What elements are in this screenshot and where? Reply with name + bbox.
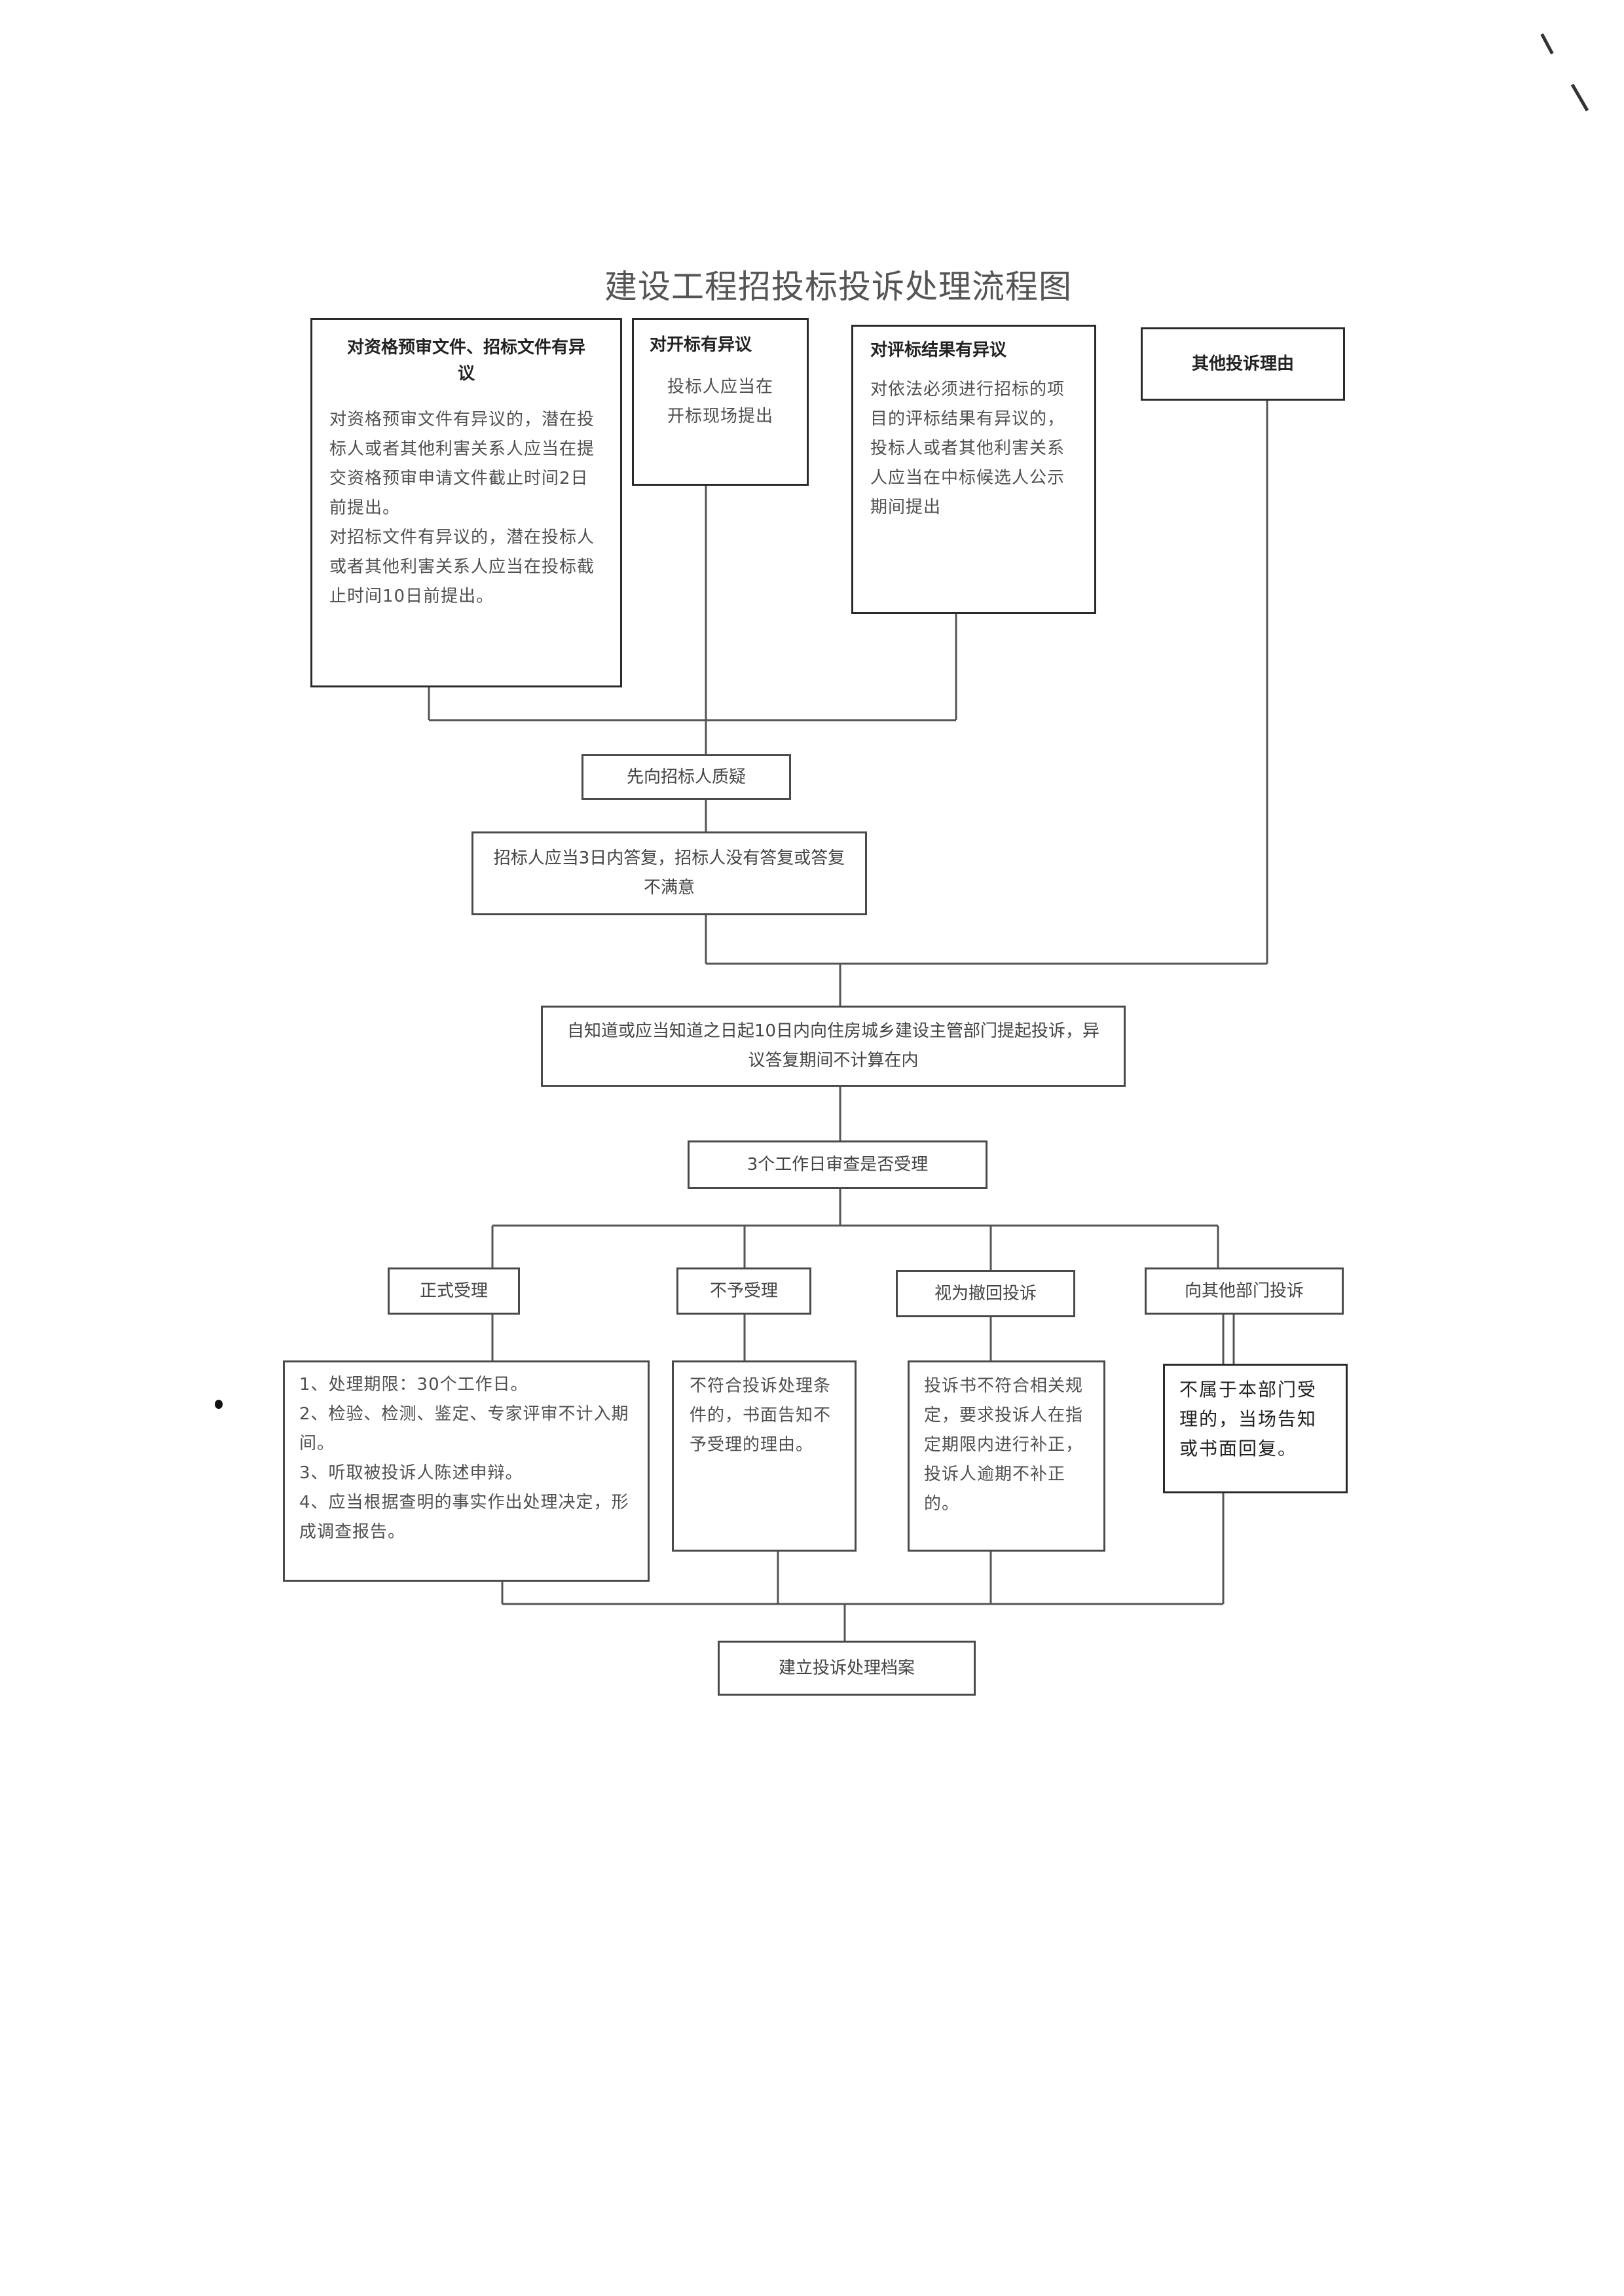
objection-box-other: 其他投诉理由 [1141, 327, 1345, 401]
archive-text: 建立投诉处理档案 [778, 1658, 915, 1678]
archive-box: 建立投诉处理档案 [718, 1641, 976, 1696]
objection-box-prequalification: 对资格预审文件、招标文件有异议 对资格预审文件有异议的，潜在投标人或者其他利害关… [310, 318, 622, 687]
outcome-details-rejected: 不符合投诉处理条件的，书面告知不予受理的理由。 [672, 1360, 857, 1552]
objection-text: 投标人应当在开标现场提出 [667, 377, 773, 426]
outcome-label-other-department: 向其他部门投诉 [1145, 1267, 1344, 1315]
objection-text: 对招标文件有异议的，潜在投标人或者其他利害关系人应当在投标截止时间10日前提出。 [329, 528, 595, 606]
outcome-label-withdrawn: 视为撤回投诉 [896, 1270, 1075, 1317]
objection-heading: 对开标有异议 [650, 335, 752, 355]
detail-line: 2、检验、检测、鉴定、专家评审不计入期间。 [299, 1404, 629, 1453]
objection-heading: 对评标结果有异议 [870, 340, 1007, 360]
step-tenderer-reply: 招标人应当3日内答复，招标人没有答复或答复不满意 [471, 831, 867, 915]
step-text: 招标人应当3日内答复，招标人没有答复或答复不满意 [493, 848, 845, 898]
detail-line: 4、应当根据查明的事实作出处理决定，形成调查报告。 [299, 1493, 629, 1542]
step-text: 3个工作日审查是否受理 [747, 1154, 929, 1175]
step-review: 3个工作日审查是否受理 [688, 1140, 987, 1189]
outcome-label: 视为撤回投诉 [934, 1283, 1037, 1303]
outcome-label-rejected: 不予受理 [676, 1267, 811, 1315]
step-file-complaint: 自知道或应当知道之日起10日内向住房城乡建设主管部门提起投诉，异议答复期间不计算… [541, 1006, 1126, 1087]
objection-text: 对资格预审文件有异议的，潜在投标人或者其他利害关系人应当在提交资格预审申请文件截… [329, 410, 595, 518]
detail-line: 投诉书不符合相关规定，要求投诉人在指定期限内进行补正，投诉人逾期不补正的。 [924, 1376, 1084, 1514]
step-text: 自知道或应当知道之日起10日内向住房城乡建设主管部门提起投诉，异议答复期间不计算… [566, 1021, 1100, 1070]
outcome-label: 正式受理 [419, 1281, 488, 1301]
outcome-label: 不予受理 [709, 1281, 778, 1301]
detail-line: 不属于本部门受理的，当场告知或书面回复。 [1179, 1379, 1318, 1459]
outcome-details-withdrawn: 投诉书不符合相关规定，要求投诉人在指定期限内进行补正，投诉人逾期不补正的。 [908, 1360, 1105, 1552]
detail-line: 1、处理期限：30个工作日。 [299, 1375, 528, 1394]
outcome-label-accepted: 正式受理 [388, 1267, 520, 1315]
outcome-details-other-department: 不属于本部门受理的，当场告知或书面回复。 [1163, 1364, 1348, 1493]
objection-text: 对依法必须进行招标的项目的评标结果有异议的，投标人或者其他利害关系人应当在中标候… [870, 380, 1065, 517]
scan-speck [215, 1400, 223, 1409]
diagram-title: 建设工程招投标投诉处理流程图 [604, 268, 1072, 306]
step-text: 先向招标人质疑 [626, 767, 746, 787]
step-query-tenderer: 先向招标人质疑 [581, 754, 791, 800]
detail-line: 3、听取被投诉人陈述申辩。 [299, 1463, 523, 1483]
outcome-details-accepted: 1、处理期限：30个工作日。 2、检验、检测、鉴定、专家评审不计入期间。 3、听… [283, 1360, 650, 1582]
detail-line: 不符合投诉处理条件的，书面告知不予受理的理由。 [690, 1376, 832, 1455]
outcome-label: 向其他部门投诉 [1184, 1281, 1304, 1301]
objection-heading: 对资格预审文件、招标文件有异议 [346, 338, 585, 384]
objection-box-bid-opening: 对开标有异议 投标人应当在开标现场提出 [632, 318, 809, 486]
objection-box-evaluation-result: 对评标结果有异议 对依法必须进行招标的项目的评标结果有异议的，投标人或者其他利害… [851, 325, 1096, 614]
objection-heading: 其他投诉理由 [1191, 354, 1294, 374]
